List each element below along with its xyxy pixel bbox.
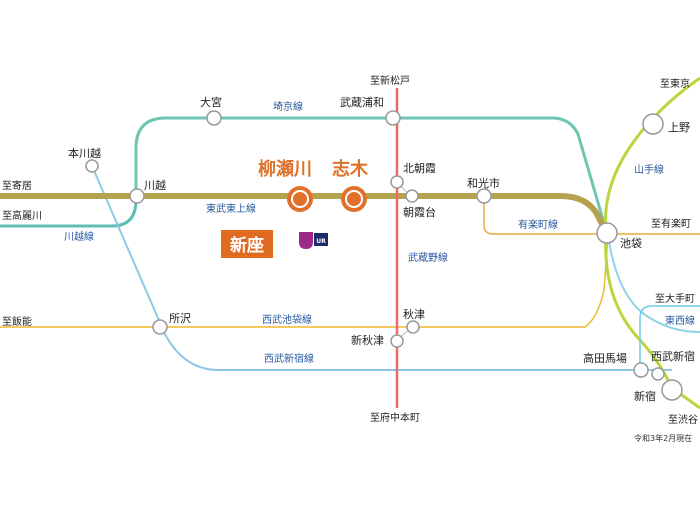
station-shin-akitsu-label: 新秋津 (351, 333, 384, 347)
station-shiki-ring (345, 190, 363, 208)
line-label-yamanote: 山手線 (634, 163, 664, 176)
station-musashi-urawa-label: 武蔵浦和 (340, 96, 384, 109)
station-kita-asaka-marker[interactable] (390, 175, 404, 189)
station-shin-akitsu-marker[interactable] (390, 334, 404, 348)
station-ikebukuro-label: 池袋 (620, 236, 642, 250)
line-label-tozai: 東西線 (665, 314, 695, 327)
ur-logo-mark (299, 232, 313, 250)
station-kawagoe-label: 川越 (144, 178, 166, 192)
direction-otemachi: 至大手町 (655, 292, 695, 305)
station-tokorozawa-marker[interactable] (152, 319, 168, 335)
station-hon-kawagoe-label: 本川越 (68, 146, 101, 160)
station-yanasegawa-label: 柳瀬川 (258, 158, 312, 180)
direction-tokyo: 至東京 (660, 77, 690, 90)
tozai-line-track (639, 305, 700, 368)
station-asakadai-label: 朝霞台 (403, 205, 436, 219)
station-ikebukuro-marker[interactable] (596, 222, 618, 244)
station-seibu-shinjuku-label: 西武新宿 (651, 349, 695, 363)
station-hon-kawagoe-marker[interactable] (85, 159, 99, 173)
station-takadanobaba-marker[interactable] (633, 362, 649, 378)
ur-logo: UR (299, 232, 328, 250)
subway-line-track (607, 235, 700, 333)
direction-yorii: 至寄居 (2, 179, 32, 192)
station-omiya-marker[interactable] (206, 110, 222, 126)
station-akitsu-marker[interactable] (406, 320, 420, 334)
direction-shibuya: 至渋谷 (668, 413, 698, 426)
line-label-saikyo: 埼京線 (273, 100, 303, 113)
station-yanasegawa-marker[interactable] (287, 186, 313, 212)
line-label-seibu-shinjuku: 西武新宿線 (264, 352, 314, 365)
station-musashi-urawa-marker[interactable] (385, 110, 401, 126)
line-label-musashino: 武蔵野線 (408, 251, 448, 264)
direction-yurakucho: 至有楽町 (651, 217, 691, 230)
direction-shin-matsudo: 至新松戸 (370, 74, 410, 87)
direction-hanno: 至飯能 (2, 315, 32, 328)
station-tokorozawa-label: 所沢 (169, 311, 191, 325)
station-akitsu-label: 秋津 (403, 307, 425, 321)
saikyo-line-track (134, 116, 608, 231)
station-seibu-shinjuku-marker[interactable] (651, 367, 665, 381)
niiza-label-box[interactable] (221, 230, 273, 258)
direction-fuchu-hommachi: 至府中本町 (370, 411, 420, 424)
station-kita-asaka-label: 北朝霞 (403, 162, 436, 175)
line-label-tobu-tojo: 東武東上線 (206, 202, 256, 215)
station-kawagoe-marker[interactable] (129, 188, 145, 204)
station-ueno-marker[interactable] (642, 113, 664, 135)
footnote-date: 令和3年2月現在 (634, 433, 692, 443)
station-niiza-label: 新座 (230, 235, 264, 256)
ur-logo-text: UR (316, 238, 326, 245)
station-shinjuku-label: 新宿 (634, 389, 656, 403)
station-shiki-label: 志木 (332, 158, 369, 180)
station-shiki-marker[interactable] (341, 186, 367, 212)
tobu-tojo-line-track (0, 193, 609, 234)
ur-logo-plate (314, 233, 328, 246)
station-omiya-label: 大宮 (200, 95, 222, 109)
kawagoe-line-track (0, 199, 138, 228)
line-label-yurakucho: 有楽町線 (518, 218, 558, 231)
line-label-seibu-ikebukuro: 西武池袋線 (262, 313, 312, 326)
seibu-ikebukuro-line-track (0, 235, 609, 328)
station-takadanobaba-label: 高田馬場 (583, 351, 627, 365)
station-shinjuku-marker[interactable] (661, 379, 683, 401)
station-yanasegawa-ring (291, 190, 309, 208)
direction-komagawa: 至高麗川 (2, 209, 42, 222)
station-ueno-label: 上野 (668, 121, 690, 134)
station-asakadai-marker[interactable] (405, 189, 419, 203)
yurakucho-line-track (483, 198, 700, 235)
station-wakoshi-marker[interactable] (476, 188, 492, 204)
station-wakoshi-label: 和光市 (467, 176, 500, 190)
line-label-kawagoe: 川越線 (64, 230, 94, 243)
